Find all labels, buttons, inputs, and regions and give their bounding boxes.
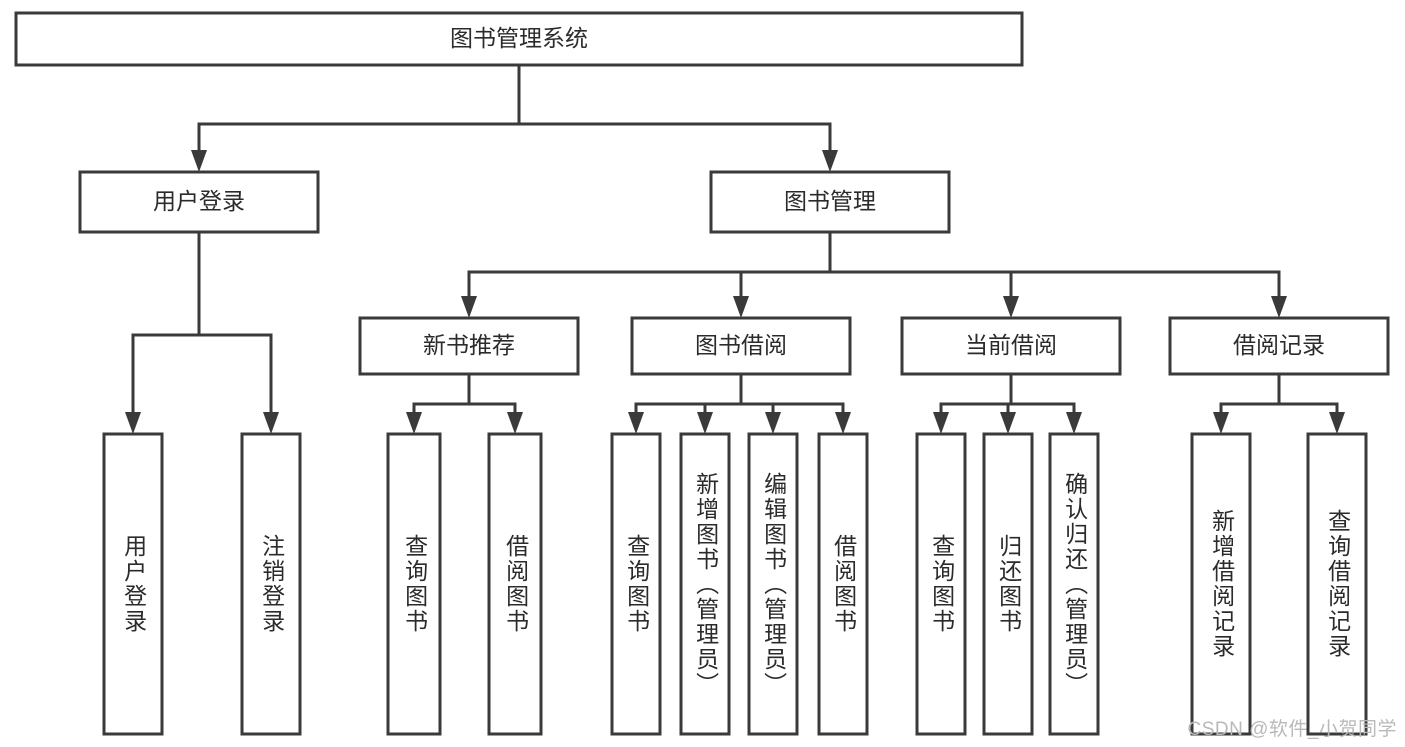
edge-group-user-login xyxy=(125,230,279,434)
node-box-leaf-user-login[interactable] xyxy=(102,432,164,736)
node-box-book-borrow[interactable] xyxy=(630,316,852,376)
arrow-head-icon xyxy=(125,412,141,434)
edge-group-book-manage xyxy=(461,230,1287,318)
node-label-current-borrow: 当前借阅 xyxy=(965,332,1057,358)
arrow-head-icon xyxy=(628,412,644,434)
arrow-head-icon xyxy=(507,412,523,434)
arrow-head-icon xyxy=(1213,412,1229,434)
node-box-leaf-return-book[interactable] xyxy=(982,432,1034,736)
arrow-head-icon xyxy=(733,296,749,318)
node-box-leaf-confirm-return[interactable] xyxy=(1048,432,1100,736)
arrow-head-icon xyxy=(1066,412,1082,434)
node-box-leaf-edit-book[interactable] xyxy=(747,432,799,736)
arrow-head-icon xyxy=(835,412,851,434)
node-label-book-manage: 图书管理 xyxy=(784,188,876,214)
edge-group-new-book-rec xyxy=(406,372,523,434)
arrow-head-icon xyxy=(263,412,279,434)
arrow-head-icon xyxy=(406,412,422,434)
watermark: CSDN @软件_小贺同学 xyxy=(1187,719,1397,740)
edge-group-current-borrow xyxy=(933,372,1082,434)
arrow-head-icon xyxy=(1329,412,1345,434)
node-label-new-book-rec: 新书推荐 xyxy=(423,332,515,358)
node-box-leaf-borrow-book[interactable] xyxy=(817,432,869,736)
node-box-book-manage[interactable] xyxy=(709,170,951,234)
node-box-user-login[interactable] xyxy=(78,170,320,234)
node-box-root[interactable] xyxy=(14,11,1024,67)
arrow-head-icon xyxy=(822,150,838,172)
arrow-head-icon xyxy=(1271,296,1287,318)
node-box-leaf-borrow-book-rec[interactable] xyxy=(487,432,543,736)
node-box-leaf-user-logout[interactable] xyxy=(240,432,302,736)
node-box-borrow-record[interactable] xyxy=(1168,316,1390,376)
node-label-book-borrow: 图书借阅 xyxy=(695,332,787,358)
edge-group-borrow-record xyxy=(1213,372,1345,434)
node-box-new-book-rec[interactable] xyxy=(358,316,580,376)
arrow-head-icon xyxy=(765,412,781,434)
edge-group-book-borrow xyxy=(628,372,851,434)
arrow-head-icon xyxy=(697,412,713,434)
node-box-leaf-query-book-cur[interactable] xyxy=(915,432,967,736)
arrow-head-icon xyxy=(1000,412,1016,434)
box-layer xyxy=(14,11,1390,736)
node-label-borrow-record: 借阅记录 xyxy=(1233,332,1325,358)
node-label-user-login: 用户登录 xyxy=(153,188,245,214)
arrow-head-icon xyxy=(191,150,207,172)
node-box-leaf-add-record[interactable] xyxy=(1190,432,1252,736)
arrow-head-icon xyxy=(933,412,949,434)
node-box-leaf-add-book[interactable] xyxy=(679,432,731,736)
node-box-current-borrow[interactable] xyxy=(900,316,1122,376)
arrow-head-icon xyxy=(461,296,477,318)
node-box-leaf-query-book-rec[interactable] xyxy=(386,432,442,736)
arrow-head-icon xyxy=(1003,296,1019,318)
node-label-root: 图书管理系统 xyxy=(450,25,588,51)
node-box-leaf-query-record[interactable] xyxy=(1306,432,1368,736)
edge-group-root xyxy=(191,63,838,172)
node-box-leaf-query-book[interactable] xyxy=(610,432,662,736)
edge-layer xyxy=(125,63,1345,434)
